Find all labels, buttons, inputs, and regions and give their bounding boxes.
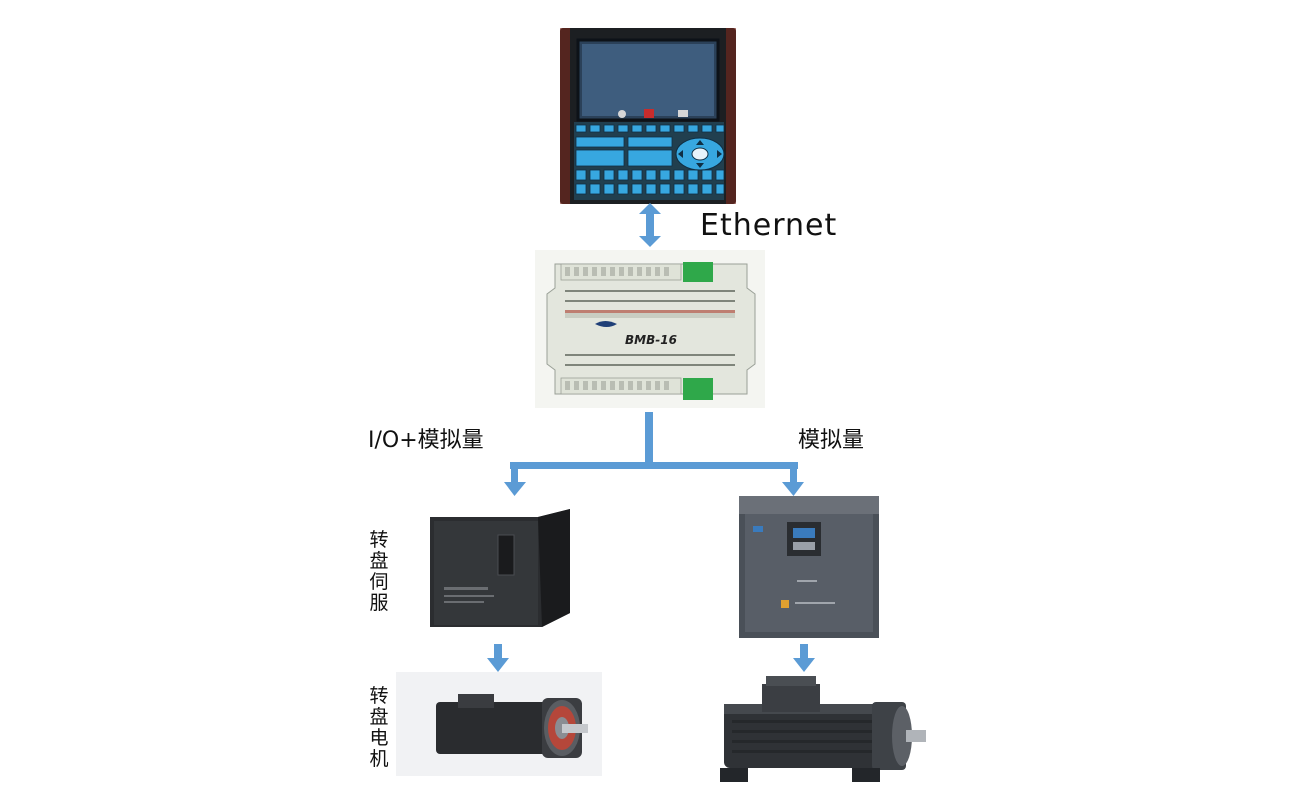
down-arrow-icon (793, 644, 815, 672)
ethernet-label: Ethernet (700, 208, 838, 243)
branch-right-label: 模拟量 (798, 428, 865, 453)
branch-left-label: I/O+模拟量 (368, 428, 484, 453)
inverter-drive (735, 490, 883, 640)
servo-drive (420, 505, 580, 637)
spindle-motor (712, 676, 932, 792)
servo-label: 转盘伺服 (369, 529, 389, 614)
controller-board: BMB-16 (535, 250, 765, 408)
hmi-panel (560, 28, 736, 204)
double-arrow-icon (638, 203, 662, 247)
branch-connector (500, 412, 810, 498)
servo-motor (396, 672, 602, 776)
board-model-label: BMB-16 (625, 333, 677, 347)
servo-motor-label: 转盘电机 (369, 685, 389, 770)
down-arrow-icon (487, 644, 509, 672)
